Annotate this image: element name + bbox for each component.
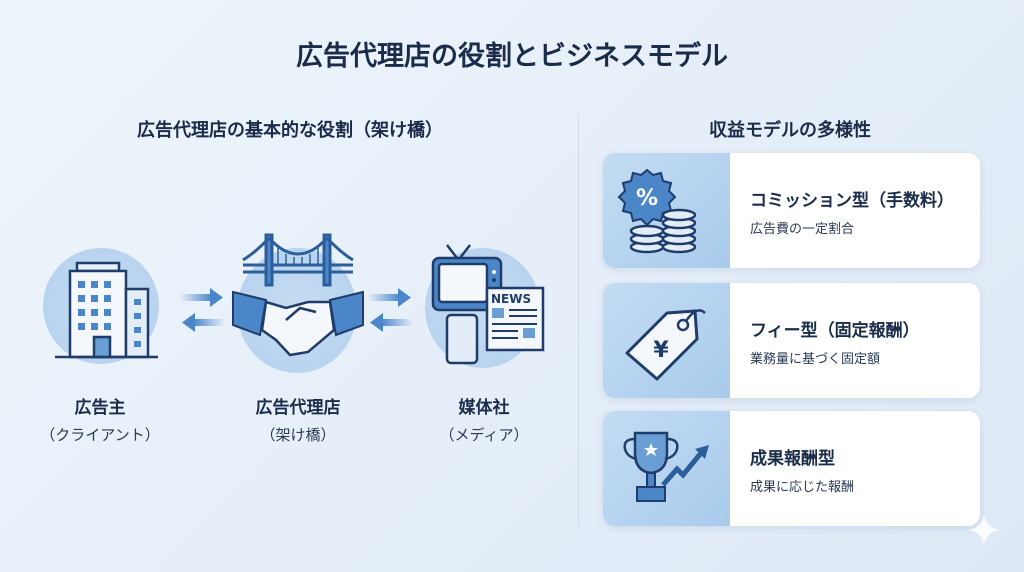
exchange-arrows-icon bbox=[368, 288, 413, 332]
card-icon-panel bbox=[603, 411, 730, 526]
yen-tag-icon: ¥ bbox=[625, 309, 706, 381]
node-media: 媒体社 （メディア） bbox=[404, 393, 564, 445]
card-desc: 成果に応じた報酬 bbox=[750, 480, 855, 495]
revenue-card-fee: ¥ フィー型（固定報酬） 業務量に基づく固定額 bbox=[603, 283, 980, 398]
left-subtitle: 広告代理店の基本的な役割（架け橋） bbox=[137, 120, 443, 141]
node-advertiser: 広告主 （クライアント） bbox=[20, 393, 180, 445]
revenue-card-performance: 成果報酬型 成果に応じた報酬 bbox=[603, 411, 980, 526]
handshake-bridge-icon bbox=[232, 233, 364, 357]
sparkle-icon bbox=[968, 514, 1000, 546]
node-name: 媒体社 bbox=[458, 398, 510, 418]
node-role: （メディア） bbox=[439, 426, 529, 444]
node-role: （架け橋） bbox=[260, 426, 336, 444]
card-desc: 広告費の一定割合 bbox=[750, 222, 855, 237]
divider bbox=[578, 115, 579, 527]
trophy-growth-icon bbox=[623, 431, 709, 502]
card-desc: 業務量に基づく固定額 bbox=[750, 352, 881, 367]
page-title: 広告代理店の役割とビジネスモデル bbox=[296, 41, 728, 72]
percent-coins-icon: % bbox=[617, 168, 697, 254]
office-building-icon bbox=[55, 261, 158, 359]
exchange-arrows-icon bbox=[180, 288, 225, 332]
card-title: コミッション型（手数料） bbox=[750, 191, 954, 211]
node-name: 広告主 bbox=[74, 398, 126, 418]
card-title: 成果報酬型 bbox=[750, 449, 835, 469]
svg-text:¥: ¥ bbox=[653, 338, 669, 363]
right-subtitle: 収益モデルの多様性 bbox=[709, 120, 871, 141]
node-agency: 広告代理店 （架け橋） bbox=[218, 393, 378, 445]
media-tv-news-phone-icon: NEWS bbox=[431, 244, 545, 365]
card-title: フィー型（固定報酬） bbox=[750, 321, 920, 341]
news-label: NEWS bbox=[491, 292, 531, 306]
svg-text:%: % bbox=[636, 186, 658, 211]
node-name: 広告代理店 bbox=[255, 398, 341, 418]
revenue-card-commission: % コミッション型（手数料） 広告費の一定割合 bbox=[603, 153, 980, 268]
node-role: （クライアント） bbox=[40, 426, 160, 444]
